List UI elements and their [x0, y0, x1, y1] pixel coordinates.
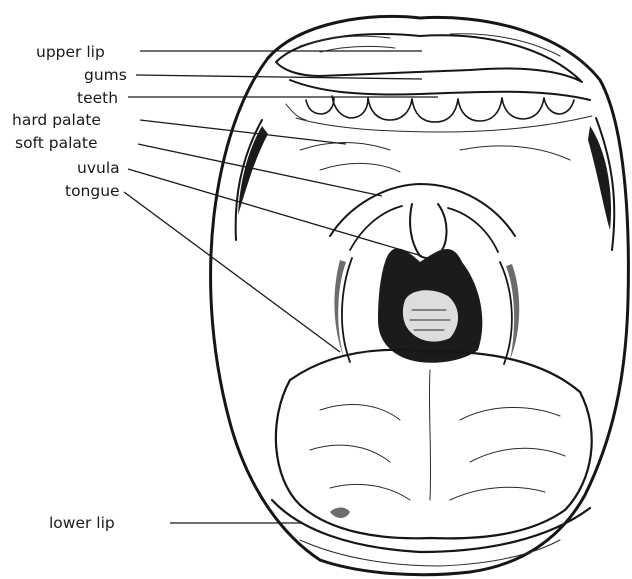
mouth-illustration [211, 16, 629, 574]
label-lower-lip: lower lip [49, 514, 115, 532]
label-gums: gums [84, 66, 127, 84]
label-hard-palate: hard palate [12, 111, 101, 129]
label-teeth: teeth [77, 89, 118, 107]
hard-palate-leader [140, 120, 346, 144]
teeth-shape [286, 96, 592, 132]
uvula-shape [410, 204, 446, 258]
label-uvula: uvula [77, 159, 120, 177]
tongue-leader [124, 192, 340, 352]
label-soft-palate: soft palate [15, 134, 98, 152]
gums-leader [136, 75, 422, 79]
soft-palate-leader [138, 144, 382, 196]
labels: upper lip gums teeth hard palate soft pa… [12, 43, 127, 532]
uvula-leader [128, 169, 422, 256]
label-tongue: tongue [65, 182, 120, 200]
soft-palate-shape [330, 184, 515, 236]
label-upper-lip: upper lip [36, 43, 105, 61]
upper-lip-inner [276, 34, 582, 82]
tongue-shape [276, 350, 592, 539]
